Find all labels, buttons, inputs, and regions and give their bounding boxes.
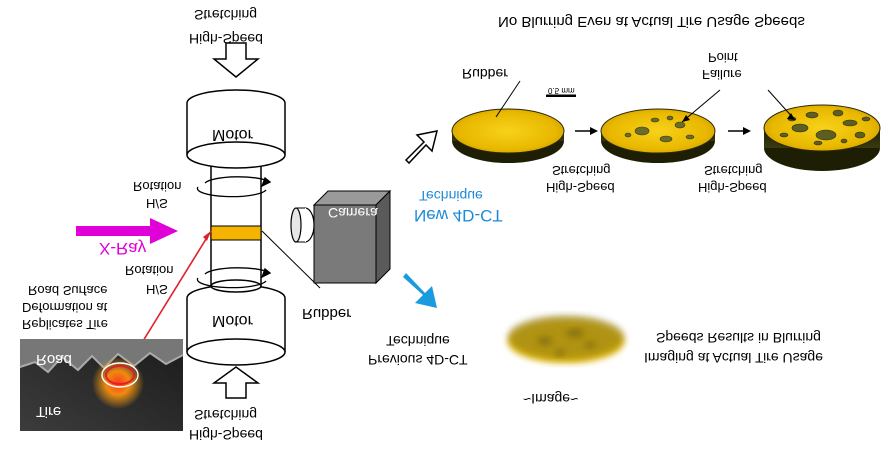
xray-arrow: [76, 218, 178, 244]
scale-bar: [546, 94, 576, 97]
road-tire-photo: [19, 339, 184, 431]
rotation-indicator-upper: [196, 176, 272, 198]
rubber-band: [210, 225, 262, 241]
rubber-pointer-line: [261, 230, 321, 289]
rubber-disc-partial-failure: [600, 89, 721, 163]
rubber-disc-fractured: [763, 89, 881, 171]
previous-technique-arrow: [404, 130, 439, 165]
rotation-indicator-lower: [196, 267, 272, 289]
outline-arrow-down-icon: [211, 42, 261, 78]
outline-arrow-up-icon: [211, 366, 261, 399]
blurred-disc-image: [508, 315, 624, 363]
motor-bottom: [186, 89, 286, 169]
disc-sequence: [451, 80, 881, 171]
motor-top: [186, 284, 286, 366]
sequence-arrow-2: [728, 127, 751, 135]
camera-icon: [290, 189, 392, 285]
sequence-arrow-1: [575, 127, 598, 135]
rubber-disc-intact: [451, 80, 576, 163]
new-technique-arrow: [403, 273, 437, 308]
